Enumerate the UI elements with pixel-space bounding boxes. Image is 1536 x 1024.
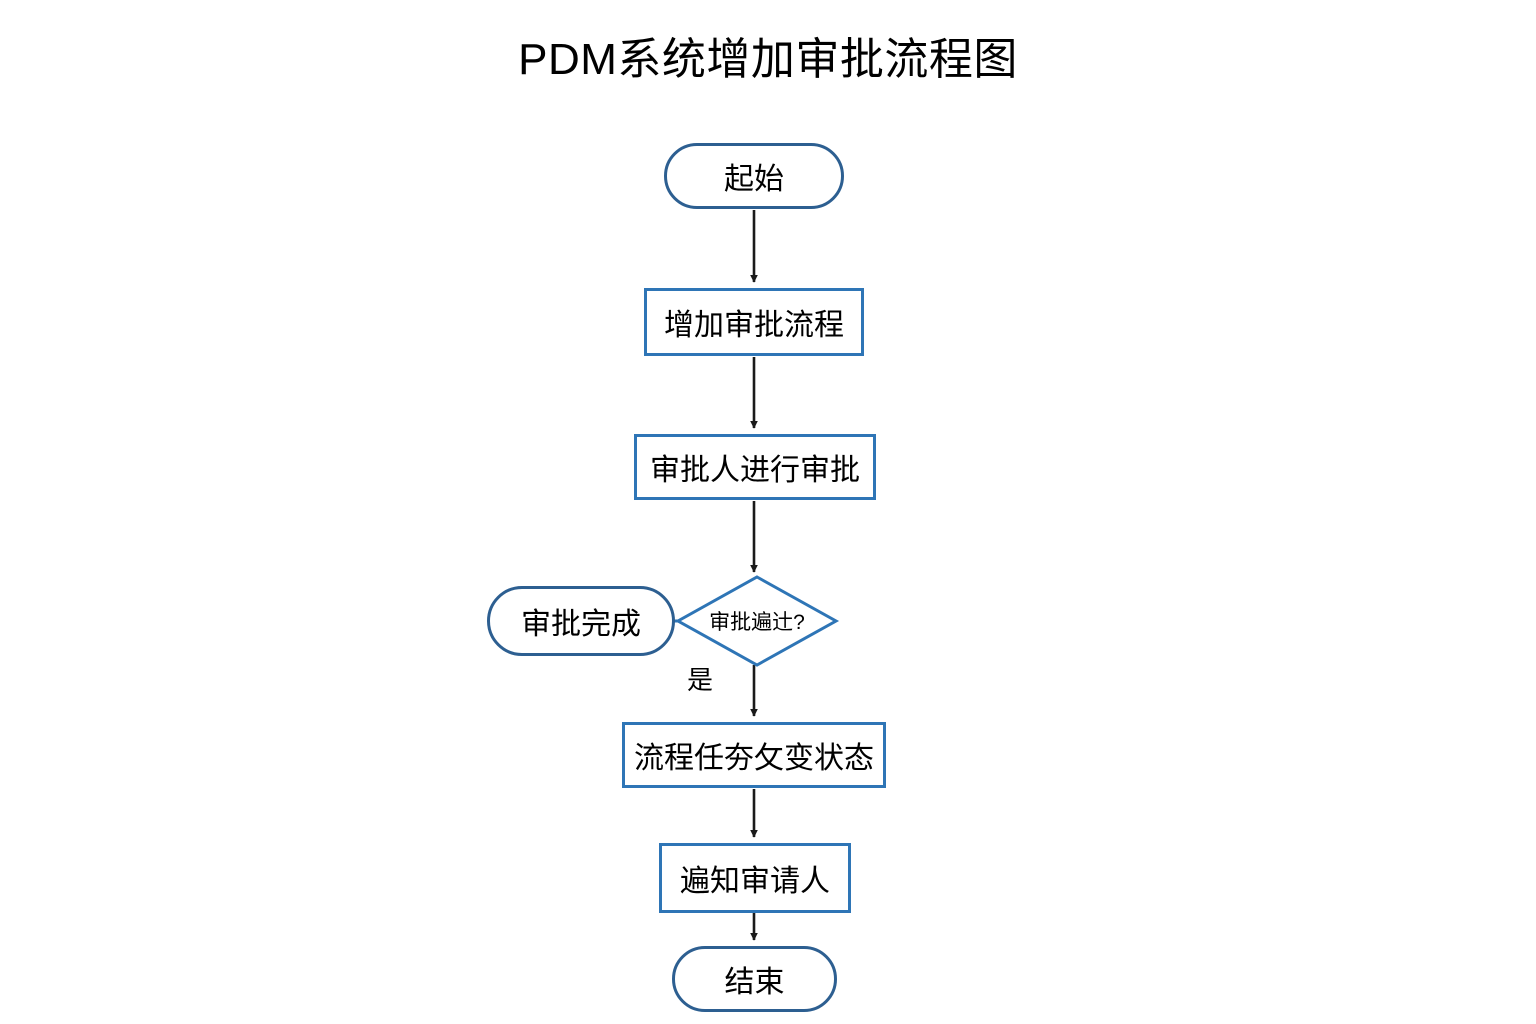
node-add-approval-process[interactable]: 增加审批流程	[644, 288, 864, 356]
node-approver-performs-approval[interactable]: 审批人进行审批	[634, 434, 876, 500]
edge-label-yes: 是	[687, 665, 714, 695]
node-decision-shape[interactable]	[674, 575, 840, 667]
node-notify-applicant[interactable]: 遍知审请人	[659, 843, 851, 913]
node-end[interactable]: 结束	[672, 946, 837, 1012]
page-title: PDM系统增加审批流程图	[518, 35, 1018, 84]
node-approval-complete[interactable]: 审批完成	[487, 586, 675, 656]
node-task-change-state[interactable]: 流程任夯攵变状态	[622, 722, 886, 788]
node-start[interactable]: 起始	[664, 143, 844, 209]
